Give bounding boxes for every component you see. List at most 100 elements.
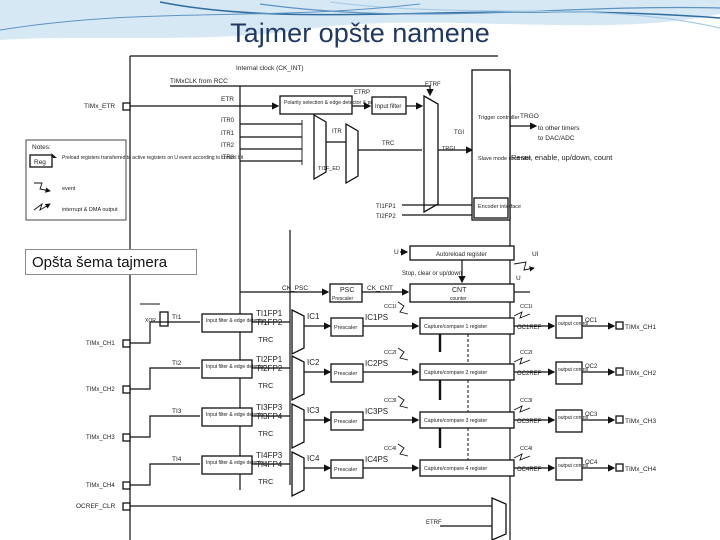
ck-psc-label: CK_PSC [282, 285, 308, 292]
ch3-output-control-label: output control [558, 415, 588, 421]
ch4-input-pin [122, 481, 131, 490]
ch4-output-control-block [555, 457, 583, 481]
ch3-input-filter-block [201, 407, 253, 427]
ch2-output-pin [615, 367, 624, 376]
ch3-output-control-block [555, 409, 583, 433]
ch4-ccxi-input-label: CC4I [384, 446, 397, 452]
trgi-label: TRGI [442, 146, 456, 152]
ch2-ccr-label: Capture/compare 2 register [424, 370, 487, 376]
ch2-input-pin-label: TIMx_CH2 [86, 387, 115, 393]
ch3-prescaler-block [330, 411, 364, 431]
ch1-output-pin [615, 321, 624, 330]
ch1-input-filter-block [201, 313, 253, 333]
itr-label: ITR [332, 129, 342, 135]
ch2-input-pin [122, 385, 131, 394]
ch1-ti-label: TI1 [172, 314, 182, 321]
trgo-label: TRGO [520, 113, 539, 120]
ch1-input-pin-label: TIMx_CH1 [86, 341, 115, 347]
slave-controller-label: Slave mode controller [478, 156, 531, 162]
ch2-ic-label: IC2 [307, 358, 320, 367]
ch1-ocref-label: OC1REF [517, 325, 542, 331]
ch3-icps-label: IC3PS [365, 407, 388, 416]
itr1-label: ITR1 [221, 131, 235, 137]
timx-etr-pin-label: TIMx_ETR [84, 103, 115, 110]
ch2-output-control-block [555, 361, 583, 385]
itr-mux [313, 113, 327, 181]
ch1-ic-label: IC1 [307, 312, 320, 321]
ch2-output-pin-label: TIMx_CH2 [625, 370, 656, 377]
notes-interrupt-label: interrupt & DMA output [62, 207, 118, 213]
trc-mux [345, 122, 359, 185]
ch3-output-pin-label: TIMx_CH3 [625, 418, 656, 425]
ch4-trc-label: TRC [258, 477, 274, 486]
polarity-label: Polarity selection & edge detector & pre… [284, 100, 389, 106]
reset-enable-label: Reset, enable, up/down, count [511, 153, 613, 162]
ch2-output-control-label: output control [558, 367, 588, 373]
ch1-ccxi-label: CC1I [520, 304, 533, 310]
ch4-prescaler-block [330, 459, 364, 479]
ch4-output-pin-label: TIMx_CH4 [625, 466, 656, 473]
ch4-ic-label: IC4 [307, 454, 320, 463]
notes-preload-text: Preload registers transferred to active … [62, 155, 244, 161]
ch4-output-pin [615, 463, 624, 472]
u-label-2: U [516, 275, 521, 282]
ch1-output-pin-label: TIMx_CH1 [625, 324, 656, 331]
ch1-prescaler-block [330, 317, 364, 337]
etr-label: ETR [221, 96, 234, 103]
tgi-label: TGI [454, 130, 464, 136]
ch2-ocref-label: OC2REF [517, 371, 542, 377]
ch4-ic-mux [291, 450, 305, 498]
trc-top-label: TRC [382, 141, 395, 147]
ch1-oc-label: OC1 [585, 318, 598, 324]
ch3-oc-label: OC3 [585, 412, 598, 418]
ch1-input-pin [122, 339, 131, 348]
ch2-input-filter-label: Input filter & edge detector [206, 364, 265, 370]
ch4-input-filter-label: Input filter & edge detector [206, 460, 265, 466]
ck-cnt-label: CK_CNT [367, 285, 393, 292]
ocref-clr-pin [122, 502, 131, 511]
ch2-ti-label: TI2 [172, 360, 182, 367]
ti1fp1-top-label: TI1FP1 [376, 204, 396, 210]
cnt-counter-block [409, 283, 515, 303]
itr3-label: ITR3 [221, 155, 235, 161]
counter-label: counter [450, 296, 467, 302]
ch3-trc-label: TRC [258, 429, 274, 438]
psc-prescaler-block [329, 283, 363, 303]
ocref-clr-mux [491, 497, 507, 540]
ch2-prescaler-label: Prescaler [334, 371, 357, 377]
ch4-icps-label: IC4PS [365, 455, 388, 464]
header-wave-decoration [0, 0, 720, 40]
cnt-label: CNT [452, 287, 467, 294]
autoreload-label: Autoreload register [436, 252, 487, 258]
to-dac-adc-label: to DAC/ADC [538, 135, 575, 142]
timxclk-label: TIMxCLK from RCC [170, 78, 228, 85]
ch3-input-pin [122, 433, 131, 442]
ch4-output-control-label: output control [558, 463, 588, 469]
etrp-label: ETRP [354, 90, 370, 96]
polarity-edge-detector-block [279, 95, 353, 115]
notes-title: Notes: [32, 144, 51, 151]
to-other-timers-label: to other timers [538, 125, 580, 132]
ch2-fp-a-label: TI2FP1 [256, 355, 283, 364]
ch1-prescaler-label: Prescaler [334, 325, 357, 331]
ch1-icps-label: IC1PS [365, 313, 388, 322]
ch1-fp-a-label: TI1FP1 [256, 309, 283, 318]
ch2-ccxi-label: CC2I [520, 350, 533, 356]
encoder-interface-block [473, 197, 509, 219]
notes-reg-symbol [29, 154, 53, 168]
itr2-label: ITR2 [221, 143, 235, 149]
ch3-ic-mux [291, 402, 305, 450]
ch4-ccxi-label: CC4I [520, 446, 533, 452]
ui-label: UI [532, 251, 539, 258]
ch4-prescaler-label: Prescaler [334, 467, 357, 473]
ch4-ocref-label: OC4REF [517, 467, 542, 473]
timx-etr-pin [122, 102, 131, 111]
notes-event-label: event [62, 186, 76, 192]
ch1-input-filter-label: Input filter & edge detector [206, 318, 265, 324]
ch1-ccxi-input-label: CC1I [384, 304, 397, 310]
ch4-ccr-label: Capture/compare 4 register [424, 466, 487, 472]
